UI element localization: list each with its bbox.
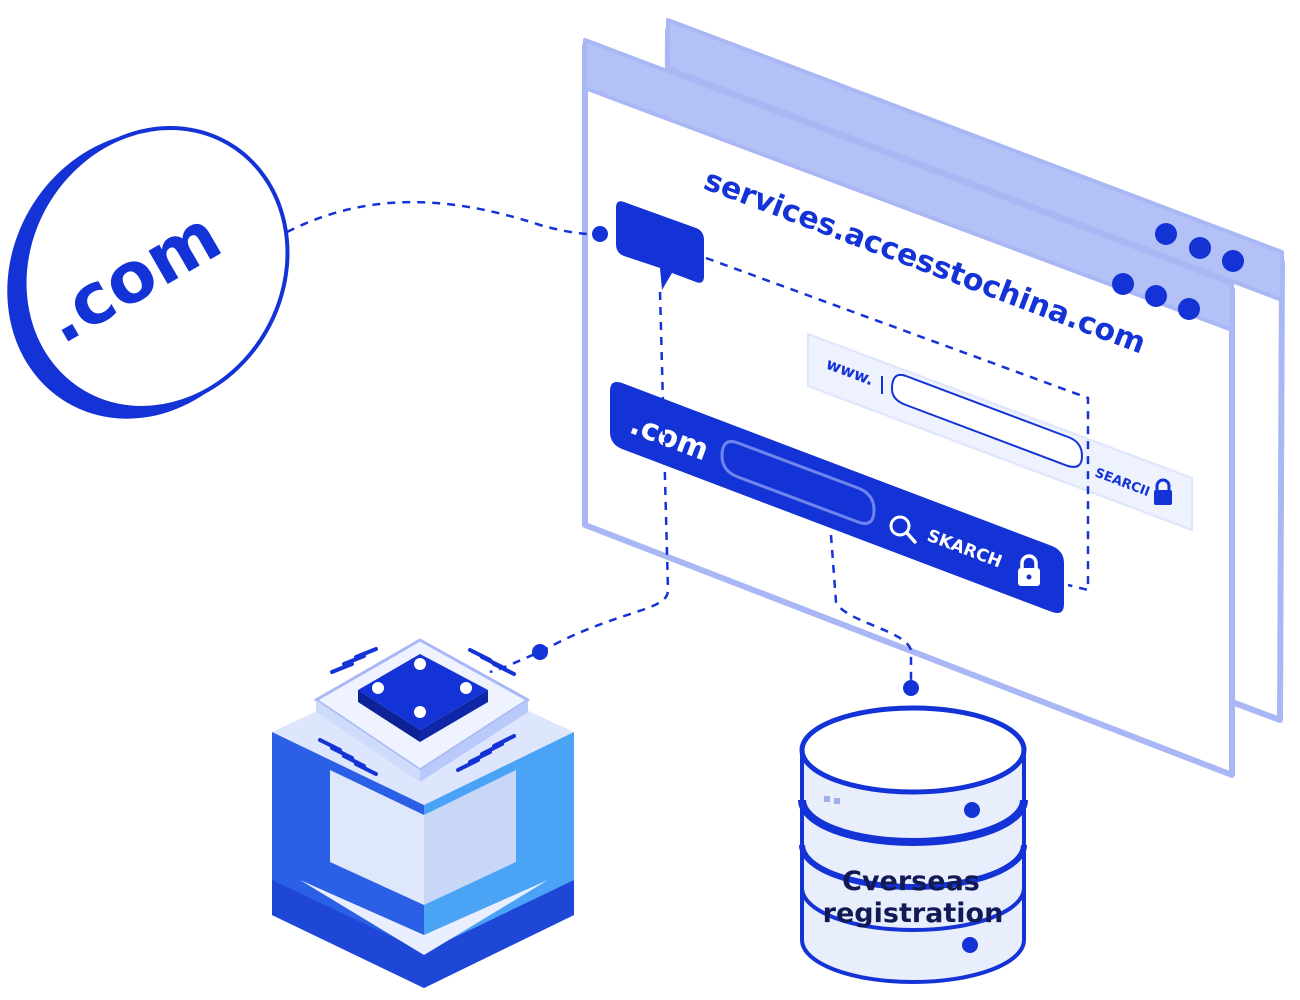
back-lock-icon xyxy=(1154,478,1172,505)
domain-coin: .com xyxy=(7,126,290,419)
front-lock-icon xyxy=(1018,554,1040,586)
connector-bar-to-database xyxy=(829,534,913,686)
connector-coin-to-bubble xyxy=(286,200,601,236)
connector-dot-database xyxy=(903,680,919,696)
connector-bubble-to-bar xyxy=(705,256,1090,592)
database-label-line1: Cverseas xyxy=(842,866,980,897)
search-icon[interactable] xyxy=(889,515,917,544)
front-search-input[interactable] xyxy=(720,440,876,525)
database-icon: Cverseas registration xyxy=(798,705,1028,984)
front-window-dots xyxy=(1112,273,1200,320)
back-window-dots xyxy=(1155,223,1244,272)
front-search-bar[interactable]: .com SKARCH xyxy=(610,382,1064,613)
front-browser-window: services.accesstochina.com www. SEARCII … xyxy=(582,38,1235,778)
connector-dot-coin xyxy=(592,226,608,242)
connector-lines xyxy=(286,200,1090,686)
database-label-line2: registration xyxy=(823,898,1004,929)
connector-bubble-to-chip xyxy=(489,291,670,674)
back-search-input[interactable] xyxy=(890,373,1084,468)
back-search-bar[interactable]: www. SEARCII xyxy=(807,332,1193,532)
chip-icon xyxy=(314,638,530,782)
connector-dot-chip xyxy=(532,644,548,660)
speech-bubble-icon xyxy=(616,201,704,290)
